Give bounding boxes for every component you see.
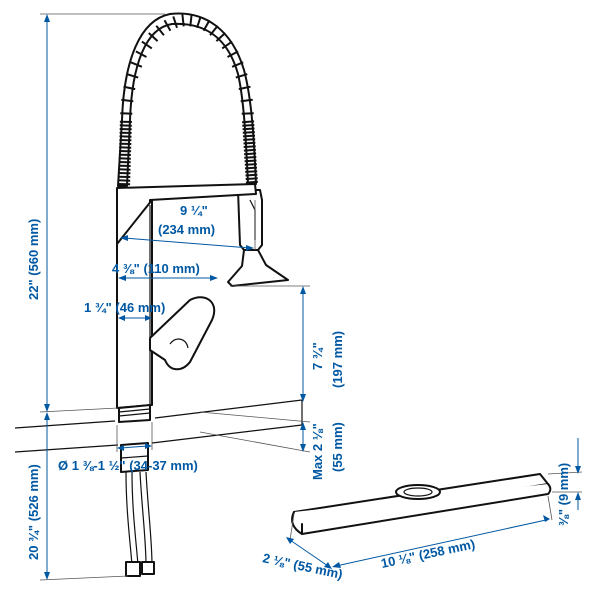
- dim-spout-clearance: 7 ¾" (197 mm): [230, 285, 345, 402]
- lever-handle: [149, 296, 216, 371]
- dim-handle-offset: 1 ¾" (46 mm): [84, 300, 165, 321]
- below-deck-label: 20 ¾" (526 mm): [26, 464, 41, 560]
- hose-connector-right: [141, 561, 155, 575]
- faucet-body: [116, 183, 289, 473]
- hose-connector-left: [125, 561, 141, 577]
- max-deck-mm-label: (55 mm): [330, 422, 345, 472]
- handle-offset-label: 1 ¾" (46 mm): [84, 300, 165, 315]
- spring-coil: [117, 12, 258, 187]
- deck-plate: [291, 473, 552, 535]
- plate-length-label: 10 ⅛" (258 mm): [380, 536, 477, 571]
- total-height-label: 22" (560 mm): [26, 219, 41, 300]
- spout-offset-label: 4 ⅜" (110 mm): [112, 261, 200, 276]
- reach-mm-label: (234 mm): [158, 222, 215, 237]
- spray-holder: [237, 189, 263, 251]
- dim-spout-offset: 4 ⅜" (110 mm): [112, 261, 218, 281]
- max-deck-label: Max 2 ⅛": [310, 423, 325, 480]
- plate-depth-label: 2 ⅛" (55 mm): [261, 550, 344, 582]
- dim-hole-diameter: Ø 1 ⅜-1 ½" (34-37 mm): [58, 422, 198, 473]
- dim-reach: 9 ¼" (234 mm): [120, 200, 256, 251]
- dim-below-deck: 20 ¾" (526 mm): [26, 412, 129, 581]
- main-column: [116, 199, 153, 409]
- reach-label: 9 ¼": [180, 203, 208, 218]
- spout-clearance-mm-label: (197 mm): [330, 331, 345, 388]
- deck-plate-hole: [395, 484, 441, 500]
- dim-max-deck: Max 2 ⅛" (55 mm): [199, 411, 345, 480]
- spout-clearance-label: 7 ¾": [310, 342, 325, 370]
- plate-thickness-label: ⅜" (9 mm): [556, 463, 571, 526]
- dim-total-height: 22" (560 mm): [26, 13, 165, 413]
- supply-hoses: [125, 471, 155, 577]
- spray-head: [227, 249, 289, 287]
- hole-diameter-label: Ø 1 ⅜-1 ½" (34-37 mm): [58, 458, 198, 473]
- countertop: [14, 399, 303, 453]
- dim-plate-thickness: ⅜" (9 mm): [547, 438, 583, 526]
